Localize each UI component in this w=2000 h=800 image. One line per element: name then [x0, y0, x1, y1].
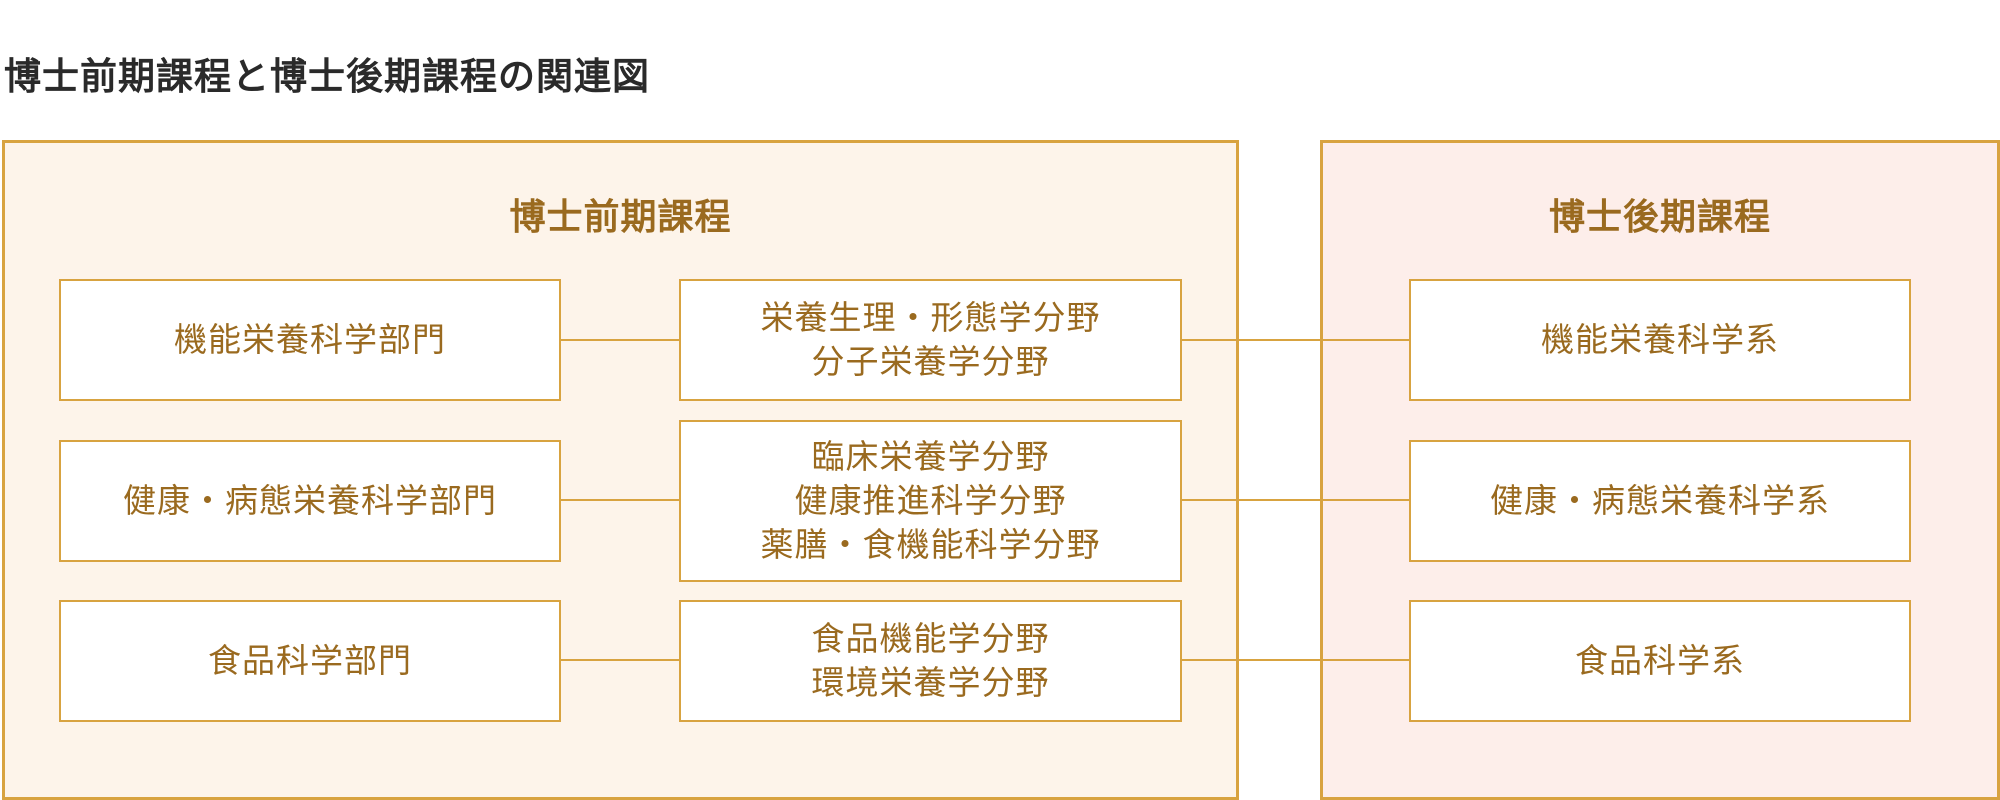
- department-box: 食品科学部門: [59, 600, 561, 722]
- system-box: 健康・病態栄養科学系: [1409, 440, 1911, 562]
- department-box: 健康・病態栄養科学部門: [59, 440, 561, 562]
- department-box: 機能栄養科学部門: [59, 279, 561, 401]
- connector-line: [560, 499, 680, 501]
- field-box: 臨床栄養学分野 健康推進科学分野 薬膳・食機能科学分野: [679, 420, 1182, 582]
- connector-line: [1181, 659, 1410, 661]
- field-box: 食品機能学分野 環境栄養学分野: [679, 600, 1182, 722]
- connector-line: [560, 659, 680, 661]
- field-box: 栄養生理・形態学分野 分子栄養学分野: [679, 279, 1182, 401]
- master-course-title: 博士前期課程: [509, 197, 732, 238]
- connector-line: [1181, 339, 1410, 341]
- doctoral-course-title: 博士後期課程: [1548, 197, 1771, 238]
- connector-line: [560, 339, 680, 341]
- page-title: 博士前期課程と博士後期課程の関連図: [4, 54, 650, 98]
- system-box: 機能栄養科学系: [1409, 279, 1911, 401]
- connector-line: [1181, 499, 1410, 501]
- system-box: 食品科学系: [1409, 600, 1911, 722]
